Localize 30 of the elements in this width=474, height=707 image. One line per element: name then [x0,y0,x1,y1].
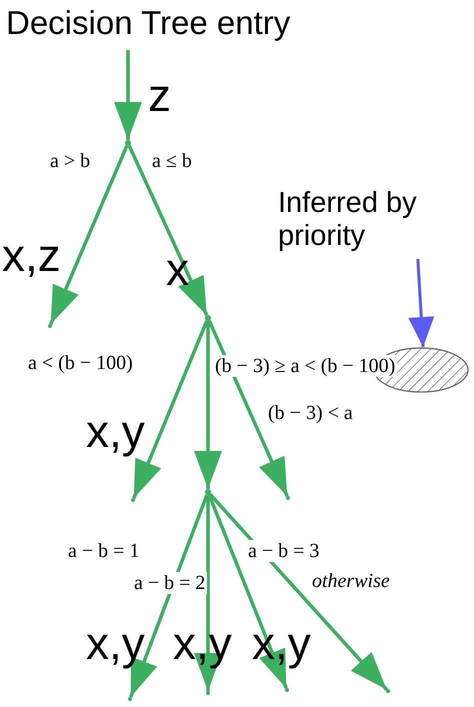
arrow [114,50,142,140]
junction-dot [205,315,211,321]
arrow [208,320,289,497]
junction-dot [206,691,210,695]
junction-dot [285,688,289,692]
state-label: x,y [86,408,145,454]
junction-dot [386,689,390,693]
state-label: x,y [86,620,145,666]
edge-label: (b − 3) < a [266,402,355,424]
junction-dot [128,697,132,701]
arrow [49,145,128,325]
diagram-title: Decision Tree entry [6,4,290,42]
junction-dot [125,140,131,146]
junction-dot [48,324,52,328]
state-label: x,z [2,232,61,278]
edge-label: a − b = 3 [246,540,322,562]
arrow [408,258,434,348]
edge-label: a − b = 2 [132,572,208,594]
state-label: x [166,246,189,292]
arrow [132,320,208,499]
arrow [194,321,222,489]
state-label: z [148,72,171,118]
junction-dot [131,498,135,502]
arrow [128,145,208,316]
junction-dot [286,496,290,500]
arrow [208,493,388,691]
junction-dot [205,489,211,495]
edge-label: (b − 3) ≥ a < (b − 100) [213,355,398,377]
edge-label: a < (b − 100) [26,352,135,374]
note-text: Inferred by priority [278,187,474,254]
